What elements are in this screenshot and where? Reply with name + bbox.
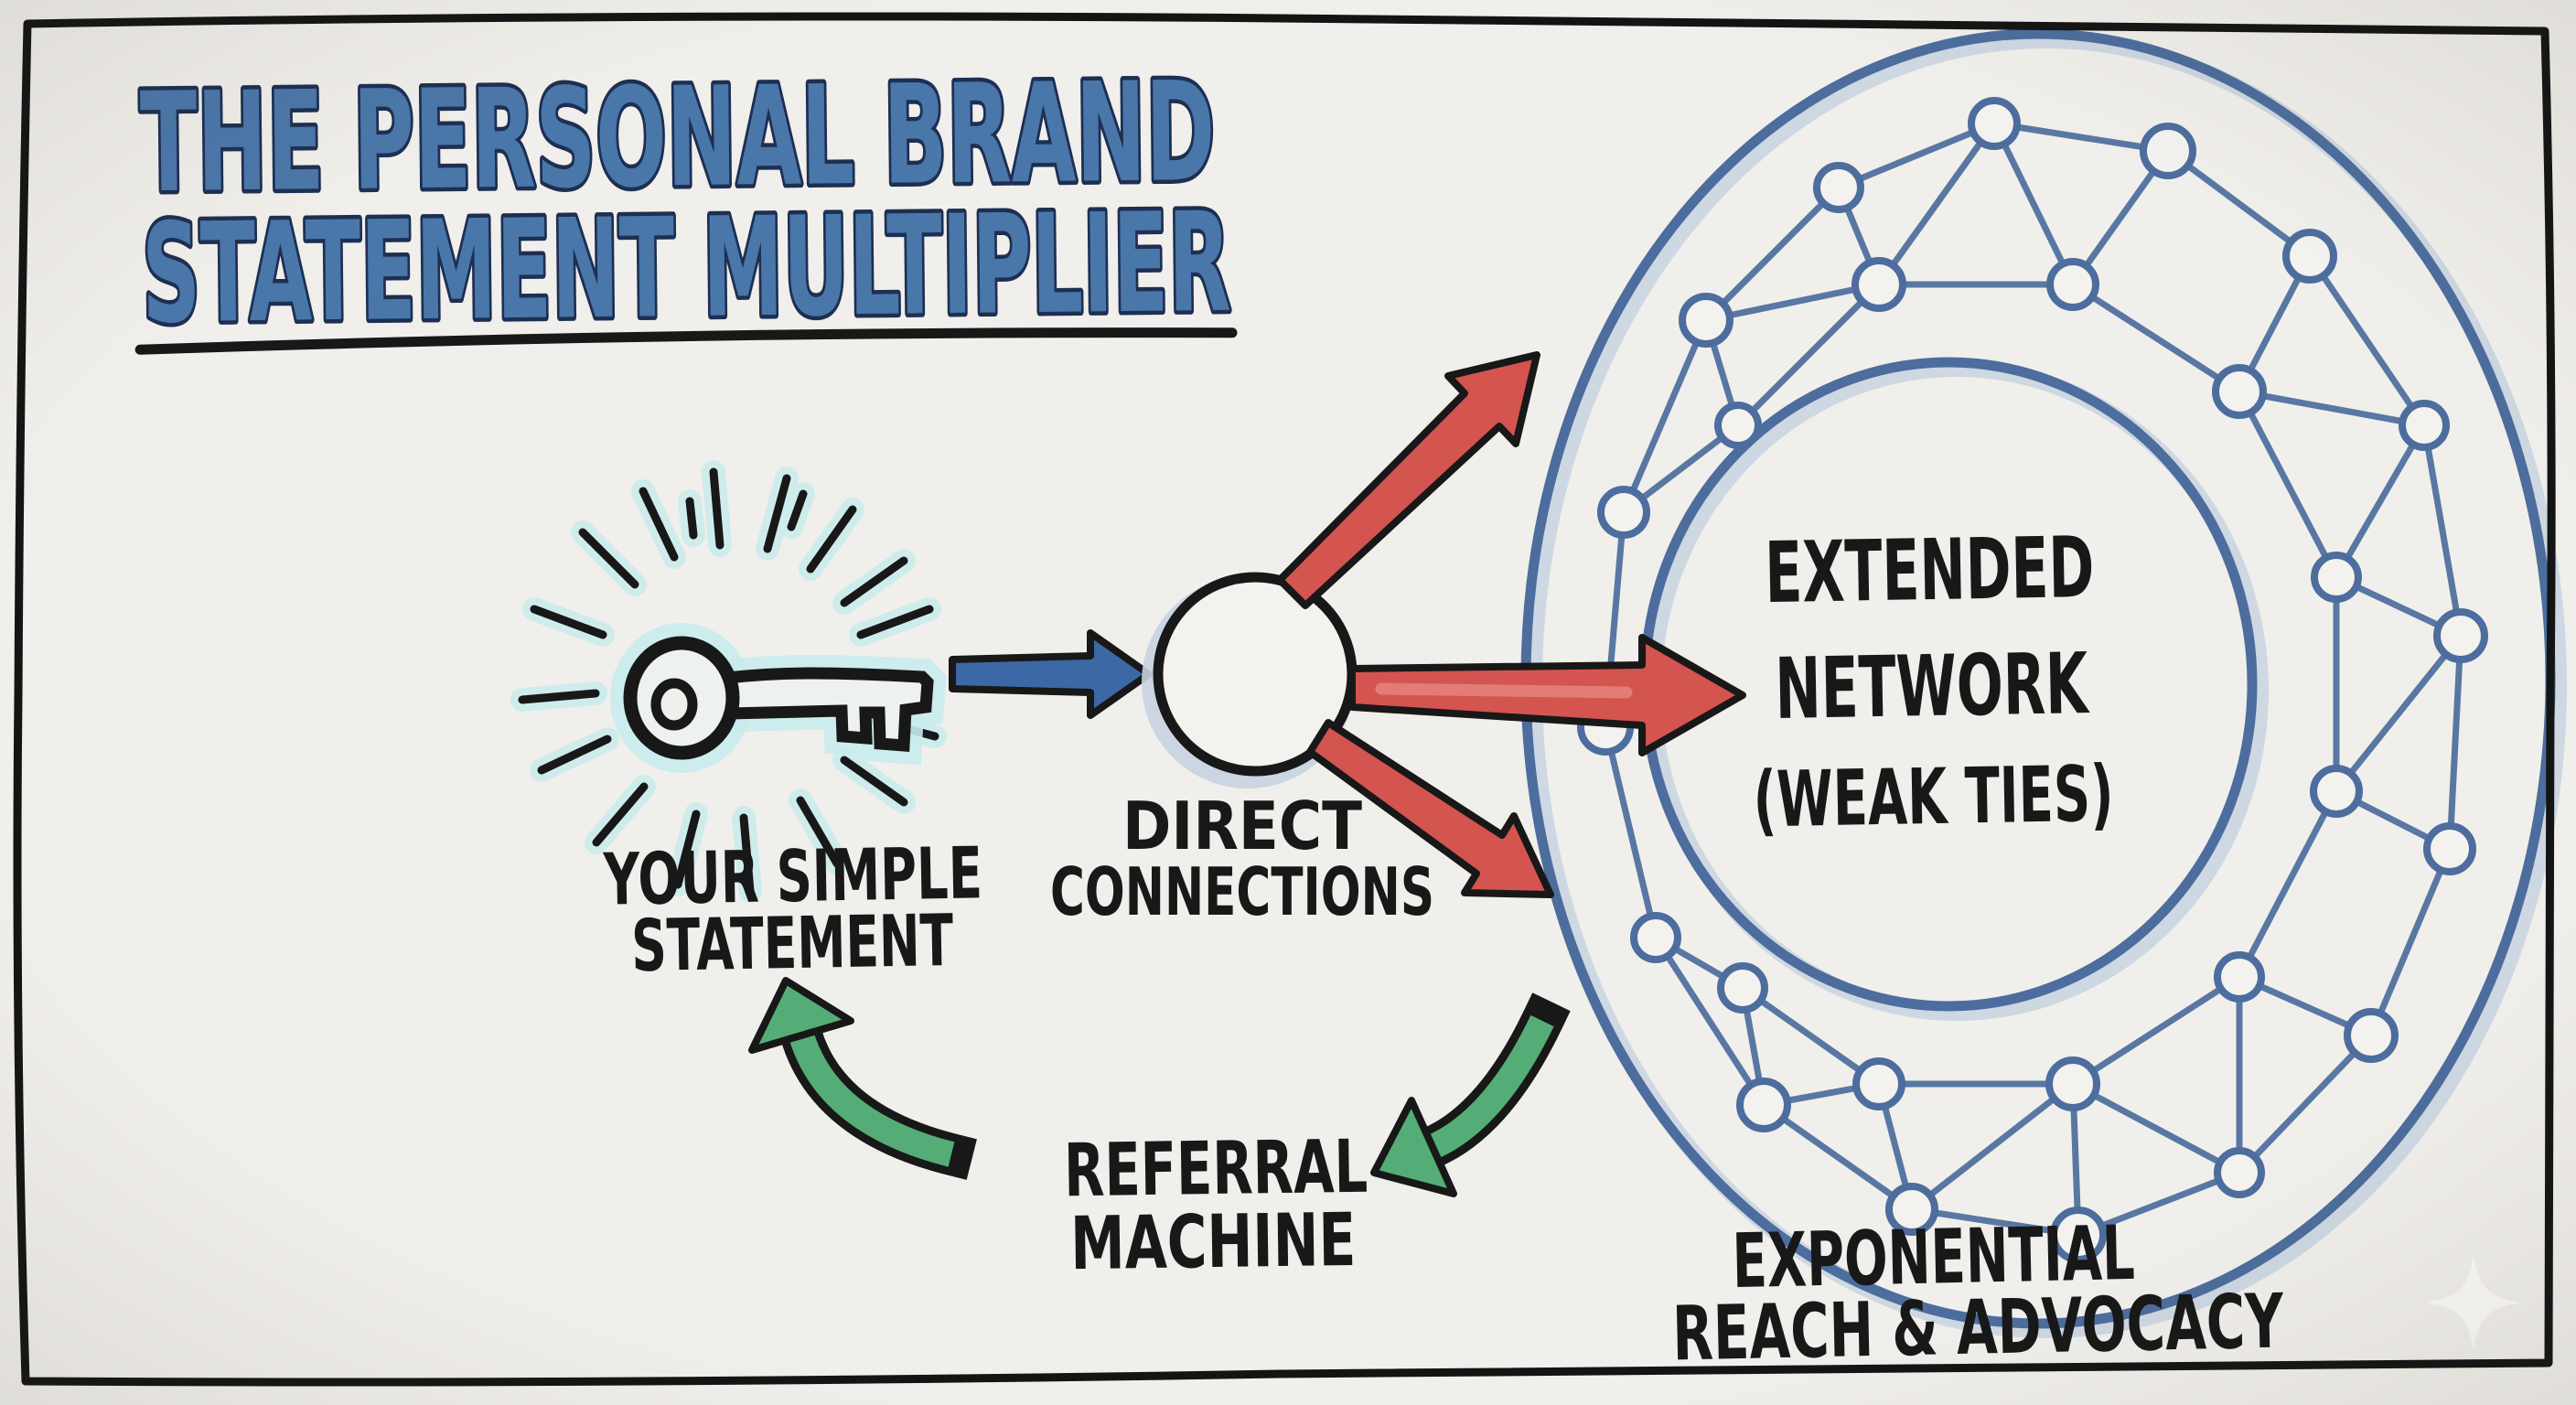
network-node [1852,257,1906,312]
network-node [2046,258,2099,311]
network-node [2282,229,2337,284]
network-node [1679,293,1733,348]
statement-label: YOUR SIMPLE STATEMENT [602,832,982,988]
network-node [2399,400,2450,451]
network-node [2344,1008,2399,1063]
network-node [2214,951,2265,1003]
network-node [2310,765,2363,818]
network-node [1968,97,2021,150]
referral-line2: MACHINE [1070,1197,1357,1286]
network-node [2433,608,2488,663]
network-node [2423,822,2476,875]
extended-network-line1: EXTENDED [1764,519,2095,622]
network-node [1630,912,1681,963]
key-hole [650,678,698,731]
extended-network-line3: (WEAK TIES) [1753,749,2115,845]
network-node [1852,1057,1905,1110]
network-node [1736,1078,1791,1132]
extended-network-line2: NETWORK [1775,635,2091,738]
network-node [2045,1056,2100,1111]
referral-label: REFERRAL MACHINE [1063,1124,1368,1287]
network-node [2311,552,2362,603]
red-arrow-mid-highlight [1375,682,1633,699]
network-node [1714,402,1762,449]
network-node [1597,486,1650,539]
network-node [2214,1147,2265,1198]
network-node [1717,962,1768,1014]
hub-line2: CONNECTIONS [1050,853,1434,930]
network-node [1813,162,1864,213]
network-node [2140,123,2196,179]
page-title: THE PERSONAL BRAND STATEMENT MULTIPLIER [134,48,1238,359]
network-node [2212,364,2267,419]
extended-network-label: EXTENDED NETWORK (WEAK TIES) [1753,519,2115,845]
statement-line2: STATEMENT [630,900,954,988]
